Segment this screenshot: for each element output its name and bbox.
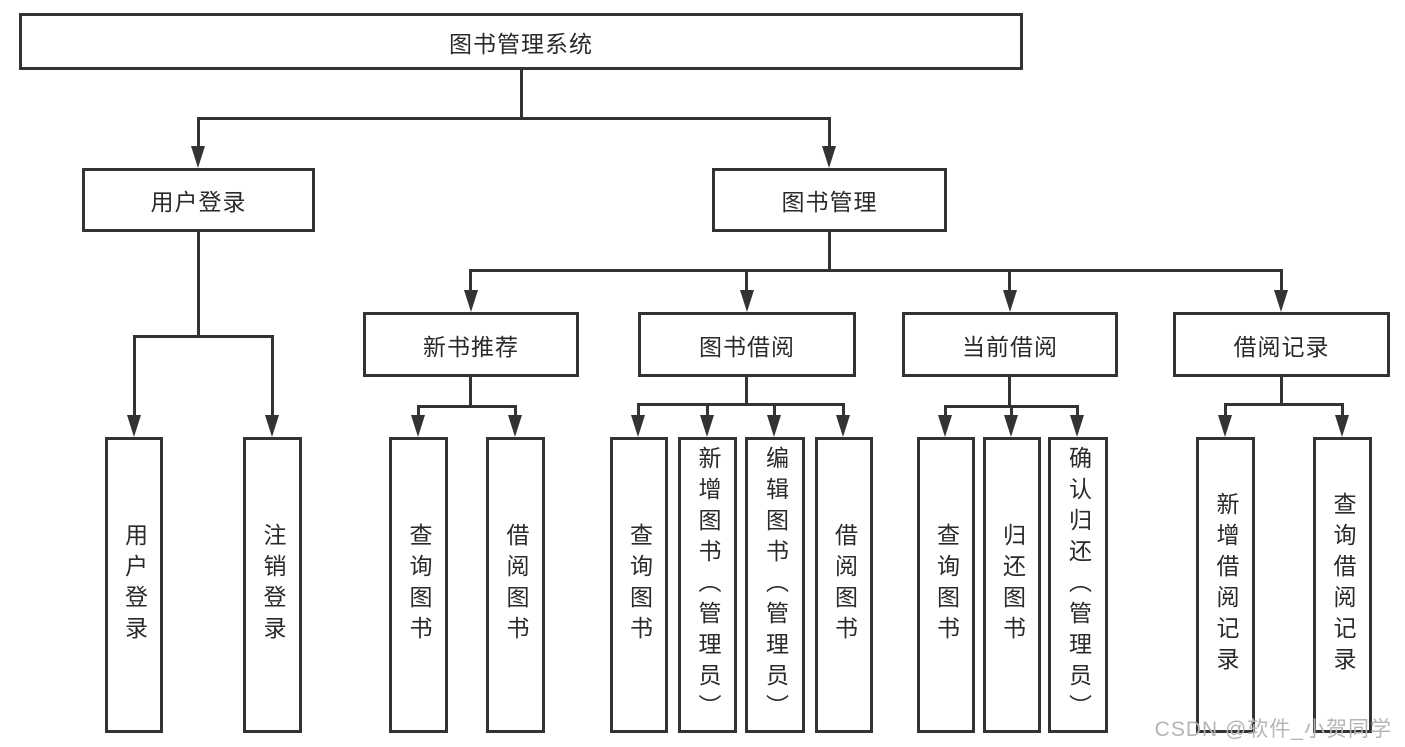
node-current-borrowing: 当前借阅 — [902, 312, 1118, 377]
node-new-book-recommend: 新书推荐 — [363, 312, 579, 377]
connector-leaf — [1224, 403, 1227, 417]
connector-borrow-record-drop — [1280, 375, 1283, 405]
node-label: 新书推荐 — [423, 333, 519, 360]
connector-user-login-drop — [197, 230, 200, 337]
connector-to-book-management — [828, 117, 831, 148]
node-label: 注销登录 — [260, 523, 286, 647]
connector-current-borrow-drop — [1008, 375, 1011, 407]
connector-to-login — [133, 335, 136, 417]
leaf-borrow-book-1: 借阅图书 — [486, 437, 545, 733]
connector-book-borrow-drop — [745, 375, 748, 405]
node-label: 当前借阅 — [962, 333, 1058, 360]
watermark: CSDN @软件_小贺同学 — [1154, 718, 1392, 741]
connector-leaf — [944, 405, 947, 417]
leaf-add-borrow-record: 新增借阅记录 — [1196, 437, 1255, 733]
leaf-query-borrow-record: 查询借阅记录 — [1313, 437, 1372, 733]
node-label: 借阅记录 — [1233, 333, 1330, 360]
node-user-login: 用户登录 — [82, 168, 315, 232]
leaf-borrow-book-2: 借阅图书 — [815, 437, 873, 733]
connector-leaf — [842, 403, 845, 417]
node-label: 归还图书 — [999, 523, 1026, 647]
leaf-query-book-1: 查询图书 — [389, 437, 448, 733]
arrow-down-icon — [822, 146, 836, 168]
leaf-confirm-return-admin: 确认归还（管理员） — [1048, 437, 1108, 733]
connector-leaf — [773, 403, 776, 417]
connector-leaf — [1076, 405, 1079, 417]
arrow-down-icon — [1335, 415, 1349, 437]
arrow-down-icon — [1070, 415, 1084, 437]
connector-to-current-borrow — [1008, 269, 1011, 292]
connector-to-new-book — [469, 269, 472, 292]
node-book-management: 图书管理 — [712, 168, 947, 232]
connector-borrow-record-hbar — [1224, 403, 1343, 406]
arrow-down-icon — [127, 415, 141, 437]
node-label: 用户登录 — [150, 189, 247, 215]
connector-leaf — [514, 405, 517, 417]
leaf-user-login: 用户登录 — [105, 437, 163, 733]
connector-level1-hbar — [197, 117, 831, 120]
node-label: 图书管理系统 — [449, 30, 593, 57]
arrow-down-icon — [767, 415, 781, 437]
connector-leaf — [706, 403, 709, 417]
arrow-down-icon — [1003, 290, 1017, 312]
connector-leaf — [1010, 405, 1013, 417]
node-label: 查询借阅记录 — [1330, 492, 1356, 678]
connector-to-book-borrow — [745, 269, 748, 292]
node-label: 用户登录 — [121, 523, 148, 647]
node-label: 图书管理 — [781, 189, 878, 215]
node-library-management-system: 图书管理系统 — [19, 13, 1023, 70]
connector-to-logout — [271, 335, 274, 417]
arrow-down-icon — [265, 415, 279, 437]
node-label: 编辑图书（管理员） — [762, 445, 789, 725]
leaf-query-book-3: 查询图书 — [917, 437, 975, 733]
leaf-query-book-2: 查询图书 — [610, 437, 668, 733]
arrow-down-icon — [508, 415, 522, 437]
node-label: 查询图书 — [406, 523, 432, 647]
node-label: 新增借阅记录 — [1213, 492, 1239, 678]
connector-book-borrow-hbar — [637, 403, 845, 406]
arrow-down-icon — [1274, 290, 1288, 312]
arrow-down-icon — [700, 415, 714, 437]
node-label: 确认归还（管理员） — [1065, 445, 1092, 725]
connector-to-user-login — [197, 117, 200, 148]
arrow-down-icon — [1218, 415, 1232, 437]
node-label: 查询图书 — [933, 523, 960, 647]
connector-new-book-drop — [469, 375, 472, 407]
node-book-borrowing: 图书借阅 — [638, 312, 856, 377]
connector-leaf — [417, 405, 420, 417]
arrow-down-icon — [411, 415, 425, 437]
node-label: 新增图书（管理员） — [695, 445, 721, 725]
arrow-down-icon — [938, 415, 952, 437]
leaf-return-book: 归还图书 — [983, 437, 1041, 733]
leaf-add-book-admin: 新增图书（管理员） — [678, 437, 737, 733]
arrow-down-icon — [740, 290, 754, 312]
connector-to-borrow-record — [1280, 269, 1283, 292]
node-label: 查询图书 — [626, 523, 653, 647]
connector-new-book-hbar — [417, 405, 517, 408]
connector-user-login-hbar — [133, 335, 274, 338]
node-label: 图书借阅 — [699, 333, 795, 360]
leaf-logout: 注销登录 — [243, 437, 302, 733]
node-borrowing-records: 借阅记录 — [1173, 312, 1390, 377]
arrow-down-icon — [191, 146, 205, 168]
arrow-down-icon — [631, 415, 645, 437]
node-label: 借阅图书 — [831, 523, 858, 647]
leaf-edit-book-admin: 编辑图书（管理员） — [745, 437, 805, 733]
node-label: 借阅图书 — [503, 523, 529, 647]
arrow-down-icon — [836, 415, 850, 437]
arrow-down-icon — [1004, 415, 1018, 437]
connector-root-drop — [520, 68, 523, 120]
connector-book-mgmt-drop — [828, 230, 831, 272]
connector-leaf — [637, 403, 640, 417]
connector-leaf — [1341, 403, 1344, 417]
arrow-down-icon — [464, 290, 478, 312]
connector-level3-hbar — [469, 269, 1283, 272]
